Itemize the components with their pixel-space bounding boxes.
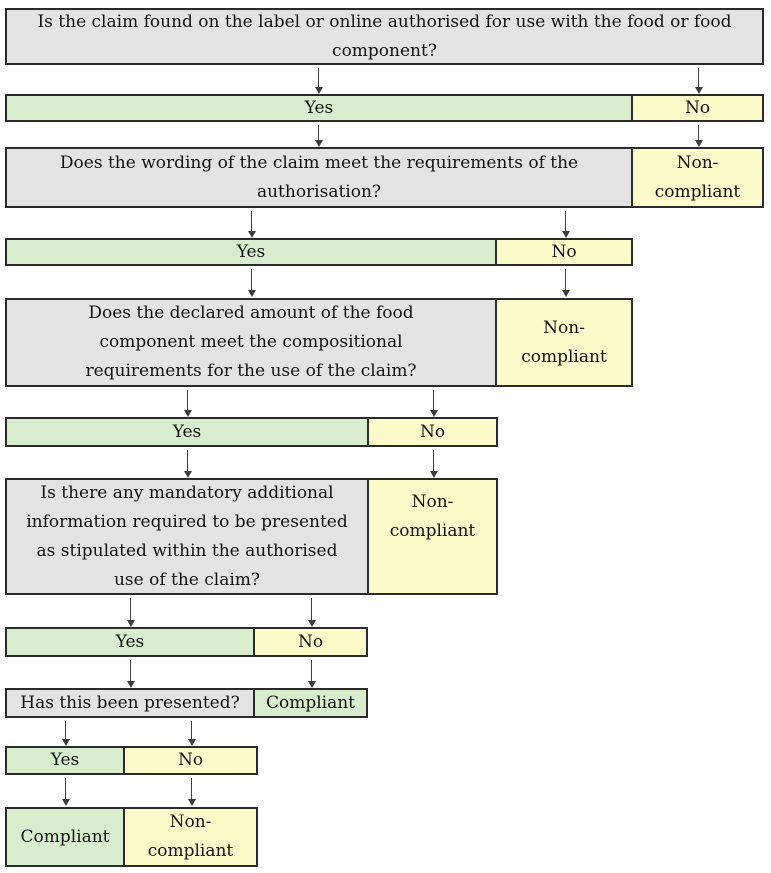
answer-no-4: No [253, 627, 368, 657]
arrow-yes2-to-q3 [251, 269, 252, 291]
answer-no-1: No [631, 94, 764, 122]
arrow-q4-to-yes4 [130, 598, 131, 621]
answer-label: No [297, 631, 324, 652]
outcome-label: Non-compliant [521, 317, 607, 367]
answer-yes-3: Yes [5, 417, 369, 447]
arrow-yes1-to-q2 [318, 125, 319, 141]
question-box-claim-authorised: Is the claim found on the label or onlin… [5, 8, 764, 65]
arrow-no4-to-compliant-1 [311, 660, 312, 682]
question-text: Is the claim found on the label or onlin… [37, 11, 732, 61]
answer-yes-4: Yes [5, 627, 255, 657]
answer-label: Yes [236, 241, 266, 262]
answer-label: Yes [50, 750, 80, 770]
answer-label: No [177, 750, 204, 770]
outcome-non-compliant-3: Non-compliant [367, 478, 498, 595]
arrow-no5-to-noncompliant-4 [191, 778, 192, 800]
question-box-wording-requirements: Does the wording of the claim meet the r… [5, 147, 633, 208]
answer-label: Yes [172, 421, 202, 442]
arrow-no2-to-noncompliant-2 [565, 269, 566, 291]
arrow-q1-to-no1 [698, 68, 699, 88]
arrow-q2-to-no2 [565, 211, 566, 232]
outcome-label: Non-compliant [147, 812, 234, 861]
outcome-non-compliant-4: Non-compliant [123, 807, 258, 867]
outcome-non-compliant-2: Non-compliant [495, 298, 633, 387]
question-box-mandatory-information: Is there any mandatory additional inform… [5, 478, 369, 595]
question-text: Does the wording of the claim meet the r… [59, 152, 579, 202]
answer-yes-1: Yes [5, 94, 633, 122]
outcome-label: Compliant [20, 826, 110, 847]
answer-label: No [551, 241, 577, 262]
arrow-no1-to-noncompliant-1 [698, 125, 699, 141]
question-box-declared-amount: Does the declared amount of the food com… [5, 298, 497, 387]
question-text: Does the declared amount of the food com… [85, 303, 417, 381]
outcome-compliant-2: Compliant [5, 807, 125, 867]
arrow-q3-to-yes3 [187, 390, 188, 411]
outcome-label: Non-compliant [389, 492, 476, 541]
arrow-no3-to-noncompliant-3 [433, 450, 434, 472]
outcome-label: Compliant [265, 692, 356, 713]
answer-yes-5: Yes [5, 746, 125, 775]
answer-no-5: No [123, 746, 258, 775]
arrow-yes3-to-q4 [187, 450, 188, 472]
answer-label: No [419, 421, 446, 442]
question-box-has-been-presented: Has this been presented? [5, 688, 255, 718]
arrow-q5-to-yes5 [65, 721, 66, 740]
arrow-yes4-to-q5 [130, 660, 131, 682]
answer-label: Yes [304, 97, 334, 118]
answer-label: No [684, 97, 711, 118]
answer-no-3: No [367, 417, 498, 447]
arrow-q5-to-no5 [191, 721, 192, 740]
answer-no-2: No [495, 238, 633, 266]
arrow-q1-to-yes1 [318, 68, 319, 88]
answer-label: Yes [115, 631, 145, 652]
answer-yes-2: Yes [5, 238, 497, 266]
arrow-q4-to-no4 [311, 598, 312, 621]
question-text: Has this been presented? [20, 692, 240, 713]
arrow-yes5-to-compliant-2 [65, 778, 66, 800]
outcome-label: Non-compliant [654, 152, 741, 202]
outcome-non-compliant-1: Non-compliant [631, 147, 764, 208]
arrow-q3-to-no3 [433, 390, 434, 411]
arrow-q2-to-yes2 [251, 211, 252, 232]
question-text: Is there any mandatory additional inform… [26, 482, 348, 590]
outcome-compliant-1: Compliant [253, 688, 368, 718]
